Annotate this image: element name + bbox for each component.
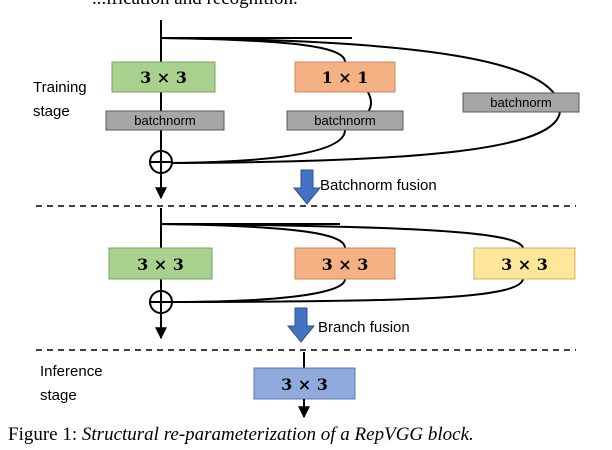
training-bn-identity-box [462,92,580,113]
fused-branch-c-curve [160,223,524,249]
batchnorm-fusion-label: Batchnorm fusion [320,177,437,194]
fused-conv-c-box [473,247,576,280]
training-stage-label-line2: stage [33,103,70,120]
fused-branch-c-out [171,278,524,303]
fused-conv-b-box [294,247,396,280]
inference-conv-box [253,367,356,400]
training-bn-1x1-label: batchnorm [314,113,375,128]
branch-fusion-label: Branch fusion [318,319,410,336]
training-bn-main-label: batchnorm [134,113,195,128]
conv1x1-branch-out [171,129,346,164]
branch-fusion-arrow-icon [286,307,316,343]
training-conv1x1-label: 1 × 1 [322,68,369,87]
training-conv3x3-box [111,61,216,93]
training-conv3x3-label: 3 × 3 [140,68,187,87]
figure-caption: Figure 1: Structural re-parameterization… [0,424,612,450]
fused-conv-c-label: 3 × 3 [501,255,548,274]
fused-conv-a-label: 3 × 3 [137,255,184,274]
conv1x1-branch-in [160,37,346,63]
caption-prefix: Figure 1: [8,424,82,445]
training-stage-label-line1: Training [33,79,87,96]
fused-branch-b-in [160,223,346,249]
conv1x1-branch-link [367,91,372,113]
training-conv1x1-box [294,61,396,93]
fused-sum-node-icon [149,290,173,314]
training-bn-main-box [105,110,225,131]
batchnorm-fusion-arrow-icon [292,169,322,205]
fused-conv-a-box [108,247,213,280]
inference-stage-label-line2: stage [40,387,77,404]
repvgg-diagram: ...ification and recognition. Training s… [33,0,580,419]
caption-text: Structural re-parameterization of a RepV… [81,424,474,445]
training-bn-1x1-box [286,110,404,131]
training-bn-identity-label: batchnorm [490,95,551,110]
training-sum-node-icon [149,150,173,174]
fused-branch-b-out [171,278,346,303]
header-fragment: ...ification and recognition. [92,0,298,9]
fused-conv-b-label: 3 × 3 [322,255,369,274]
inference-stage-label-line1: Inference [40,363,103,380]
inference-conv-label: 3 × 3 [281,375,328,394]
